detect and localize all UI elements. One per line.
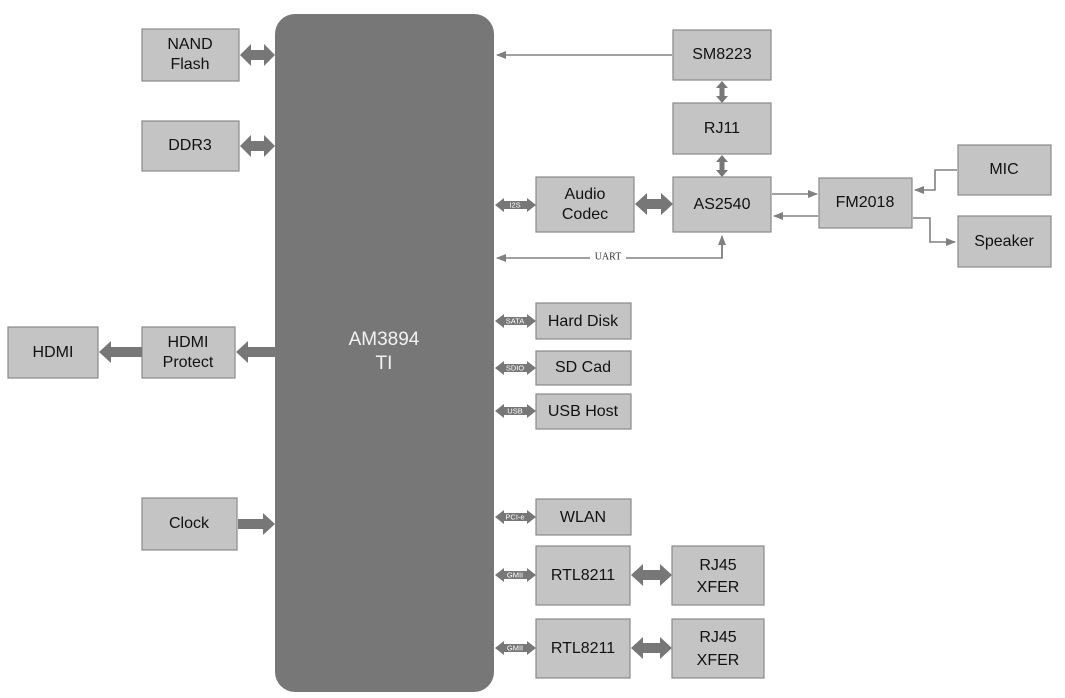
arrow-to-hdmi — [99, 341, 142, 363]
block-fm2018: FM2018 — [818, 177, 913, 229]
block-wlan: WLAN — [535, 498, 632, 536]
link-uart: UART — [496, 235, 726, 263]
bus-sata: SATA — [495, 314, 536, 328]
arrow-sm8223-rj11 — [716, 81, 728, 103]
arrow-nand-bidir — [240, 44, 275, 66]
hard-disk-label: Hard Disk — [548, 313, 619, 330]
audio-codec-label-1: Audio — [565, 186, 606, 203]
block-hdmi-protect: HDMI Protect — [141, 326, 236, 379]
usb-host-label: USB Host — [548, 403, 619, 420]
block-rj11: RJ11 — [672, 102, 772, 155]
processor-name: AM3894 — [349, 329, 420, 350]
sd-card-label: SD Cad — [555, 359, 611, 376]
processor-am3894: AM3894 TI — [275, 14, 494, 692]
bus-usb: USB — [495, 404, 536, 418]
bus-sdio-label: SDIO — [506, 363, 525, 372]
rtl8211-2-label: RTL8211 — [551, 640, 615, 657]
bus-pcie: PCI-e — [495, 510, 536, 524]
block-mic: MIC — [957, 144, 1052, 196]
block-nand-flash: NAND Flash — [141, 28, 240, 82]
block-rj45-xfer-1: RJ45 XFER — [671, 545, 765, 606]
block-rj45-xfer-2: RJ45 XFER — [671, 618, 765, 679]
block-hdmi: HDMI — [7, 326, 99, 379]
block-hard-disk: Hard Disk — [535, 302, 632, 340]
block-rtl8211-2: RTL8211 — [535, 618, 631, 679]
arrow-fm2018-to-speaker — [913, 217, 956, 246]
rj11-label: RJ11 — [704, 120, 740, 137]
arrow-to-hdmi-protect — [236, 341, 275, 363]
hdmi-protect-label-1: HDMI — [168, 334, 209, 351]
block-usb-host: USB Host — [535, 393, 632, 430]
block-ddr3: DDR3 — [141, 120, 240, 172]
bus-gmii-1-label: GMII — [507, 570, 523, 579]
arrow-codec-as2540 — [635, 193, 673, 215]
fm2018-label: FM2018 — [836, 194, 895, 211]
block-speaker: Speaker — [957, 215, 1052, 268]
bus-sata-label: SATA — [506, 316, 524, 325]
block-sm8223: SM8223 — [672, 29, 772, 81]
mic-label: MIC — [989, 161, 1018, 178]
ddr3-label: DDR3 — [168, 137, 212, 154]
block-as2540: AS2540 — [672, 176, 772, 233]
hdmi-label: HDMI — [33, 344, 74, 361]
rj45-1-label-1: RJ45 — [699, 557, 736, 574]
as2540-label: AS2540 — [694, 196, 751, 213]
bus-i2s-label: I2S — [509, 200, 520, 209]
block-clock: Clock — [141, 497, 238, 551]
arrow-ddr3-bidir — [240, 135, 275, 157]
rj45-1-label-2: XFER — [697, 579, 740, 596]
bus-sdio: SDIO — [495, 361, 536, 375]
rj45-2-label-2: XFER — [697, 652, 740, 669]
block-sd-card: SD Cad — [535, 350, 632, 386]
wlan-label: WLAN — [560, 509, 606, 526]
rj45-2-label-1: RJ45 — [699, 629, 736, 646]
arrow-rtl8211-rj45-2 — [631, 637, 672, 659]
bus-gmii-2: GMII — [495, 641, 536, 655]
arrow-rtl8211-rj45-1 — [631, 564, 672, 586]
speaker-label: Speaker — [974, 233, 1034, 250]
nand-label-2: Flash — [170, 56, 209, 73]
audio-codec-label-2: Codec — [562, 206, 608, 223]
processor-vendor: TI — [376, 353, 393, 374]
bus-pcie-label: PCI-e — [505, 512, 524, 521]
bus-i2s: I2S — [495, 198, 536, 212]
arrow-mic-to-fm2018 — [914, 169, 957, 194]
bus-gmii-1: GMII — [495, 568, 536, 582]
block-audio-codec: Audio Codec — [535, 176, 635, 233]
bus-usb-label: USB — [507, 406, 522, 415]
nand-label-1: NAND — [167, 36, 212, 53]
uart-label: UART — [595, 251, 622, 262]
block-rtl8211-1: RTL8211 — [535, 545, 631, 606]
clock-label: Clock — [169, 515, 210, 532]
arrow-clock-to-processor — [238, 513, 275, 535]
arrow-rj11-as2540 — [716, 155, 728, 177]
bus-gmii-2-label: GMII — [507, 643, 523, 652]
rtl8211-1-label: RTL8211 — [551, 567, 615, 584]
sm8223-label: SM8223 — [692, 46, 752, 63]
hdmi-protect-label-2: Protect — [163, 354, 214, 371]
